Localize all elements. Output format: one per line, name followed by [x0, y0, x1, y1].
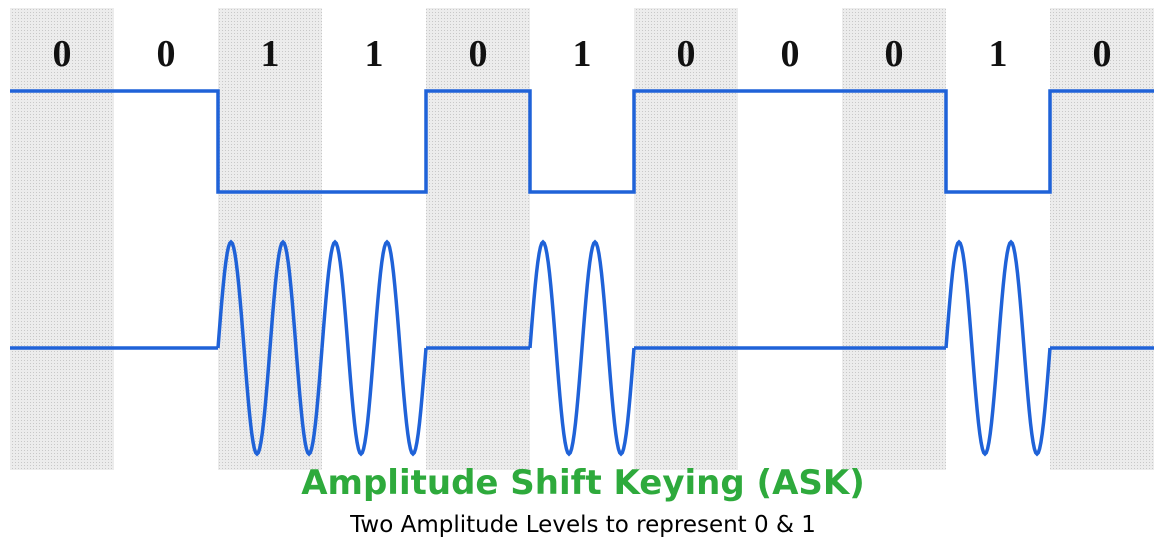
ask-carrier-burst [528, 239, 636, 457]
diagram-title: Amplitude Shift Keying (ASK) [301, 463, 865, 503]
bit-label: 1 [572, 33, 592, 75]
bit-label: 0 [676, 33, 696, 75]
digital-signal-waveform [10, 89, 1154, 194]
bit-period-stripe [634, 8, 738, 470]
bit-period-stripe [1050, 8, 1154, 470]
bit-period-stripe [218, 8, 322, 470]
bit-label: 0 [884, 33, 904, 75]
bit-label: 1 [260, 33, 280, 75]
bit-label: 0 [156, 33, 176, 75]
diagram-subtitle: Two Amplitude Levels to represent 0 & 1 [350, 512, 816, 538]
bit-period-stripe [10, 8, 114, 470]
bit-label: 0 [468, 33, 488, 75]
ask-carrier-burst [216, 239, 324, 457]
ask-carrier-burst [320, 239, 428, 457]
bit-label: 1 [988, 33, 1008, 75]
bit-label: 0 [780, 33, 800, 75]
bit-period-stripe [842, 8, 946, 470]
bit-label: 1 [364, 33, 384, 75]
ask-carrier-burst [944, 239, 1052, 457]
bit-period-stripe [426, 8, 530, 470]
bit-label: 0 [52, 33, 72, 75]
bit-label: 0 [1092, 33, 1112, 75]
